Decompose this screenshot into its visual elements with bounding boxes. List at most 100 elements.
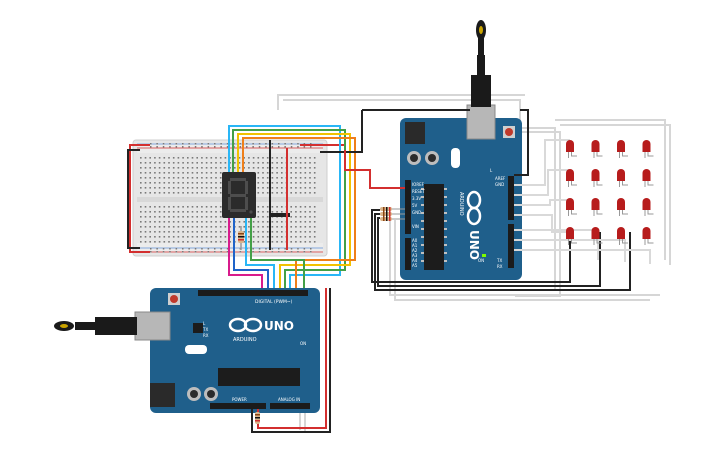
breadboard-hole <box>163 192 166 194</box>
power-rail-hole <box>258 146 261 148</box>
power-rail-hole <box>271 248 274 250</box>
breadboard-hole <box>182 187 184 189</box>
breadboard-hole <box>262 206 264 208</box>
breadboard-hole <box>219 226 222 228</box>
breadboard-hole <box>210 241 213 243</box>
breadboard-hole <box>262 221 264 223</box>
breadboard-hole <box>257 216 260 218</box>
breadboard-hole <box>243 241 245 243</box>
breadboard-hole <box>224 221 227 223</box>
breadboard-hole <box>295 221 297 223</box>
breadboard-hole <box>187 206 189 208</box>
breadboard-hole <box>172 187 175 189</box>
breadboard-hole <box>219 177 222 179</box>
breadboard-hole <box>304 211 307 213</box>
breadboard-hole <box>191 182 194 184</box>
breadboard-hole <box>276 192 278 194</box>
power-rail-hole <box>290 143 293 145</box>
breadboard-hole <box>234 162 236 164</box>
breadboard-hole <box>309 231 311 233</box>
breadboard-hole <box>144 167 147 169</box>
breadboard-hole <box>172 221 175 223</box>
breadboard-hole <box>168 167 170 169</box>
breadboard-hole <box>149 211 151 213</box>
breadboard-hole <box>182 177 184 179</box>
power-rail-hole <box>226 251 229 253</box>
breadboard-hole <box>187 192 189 194</box>
power-rail-hole <box>169 248 171 250</box>
power-rail-hole <box>265 248 267 250</box>
led <box>566 227 577 245</box>
breadboard-hole <box>140 216 142 218</box>
breadboard-hole <box>215 221 217 223</box>
breadboard-hole <box>187 182 189 184</box>
power-rail-hole <box>290 146 293 148</box>
breadboard-hole <box>215 216 217 218</box>
breadboard-hole <box>281 192 283 194</box>
breadboard-hole <box>276 236 278 238</box>
breadboard-hole <box>257 226 260 228</box>
label-5v: 5V <box>412 203 418 208</box>
breadboard-hole <box>144 221 147 223</box>
label-a1: A1 <box>412 243 418 248</box>
breadboard-hole <box>158 211 161 213</box>
breadboard-hole <box>140 236 142 238</box>
breadboard-hole <box>299 236 302 238</box>
breadboard-hole <box>163 231 166 233</box>
power-rail-hole <box>182 143 184 145</box>
breadboard-hole <box>191 192 194 194</box>
breadboard-hole <box>154 241 156 243</box>
breadboard-hole <box>276 221 278 223</box>
breadboard-hole <box>248 226 250 228</box>
breadboard-hole <box>257 221 260 223</box>
breadboard-hole <box>248 221 250 223</box>
power-rail-hole <box>220 146 222 148</box>
breadboard-hole <box>219 236 222 238</box>
breadboard-hole <box>276 157 278 159</box>
breadboard-hole <box>201 167 203 169</box>
breadboard-hole <box>299 192 302 194</box>
breadboard-hole <box>205 211 208 213</box>
breadboard-hole <box>140 221 142 223</box>
breadboard-hole <box>149 192 151 194</box>
breadboard-hole <box>215 206 217 208</box>
power-rail-hole <box>310 248 312 250</box>
power-rail-hole <box>226 248 229 250</box>
breadboard-hole <box>154 211 156 213</box>
label-aref: AREF <box>495 176 506 181</box>
breadboard-hole <box>182 167 184 169</box>
breadboard-hole <box>182 211 184 213</box>
breadboard-hole <box>224 231 227 233</box>
breadboard-hole <box>191 231 194 233</box>
breadboard-hole <box>262 162 264 164</box>
breadboard-hole <box>149 157 151 159</box>
breadboard-hole <box>154 226 156 228</box>
breadboard-hole <box>224 236 227 238</box>
breadboard-hole <box>158 221 161 223</box>
breadboard-hole <box>219 216 222 218</box>
breadboard-hole <box>309 206 311 208</box>
breadboard-hole <box>313 216 316 218</box>
breadboard-hole <box>168 172 170 174</box>
label-reset: RESET <box>412 189 425 194</box>
power-rail-hole <box>201 248 203 250</box>
breadboard-hole <box>158 241 161 243</box>
breadboard-hole <box>191 216 194 218</box>
breadboard-hole <box>219 241 222 243</box>
power-rail-hole <box>175 146 178 148</box>
breadboard-hole <box>257 236 260 238</box>
breadboard-hole <box>290 226 292 228</box>
breadboard-hole <box>299 187 302 189</box>
breadboard-hole <box>163 167 166 169</box>
breadboard-hole <box>154 231 156 233</box>
breadboard-hole <box>295 182 297 184</box>
breadboard-hole <box>281 177 283 179</box>
breadboard-hole <box>238 162 241 164</box>
analog-header-label: ANALOG IN <box>278 397 300 402</box>
breadboard-hole <box>257 192 260 194</box>
breadboard-hole <box>313 157 316 159</box>
breadboard-hole <box>154 221 156 223</box>
breadboard-hole <box>196 182 198 184</box>
breadboard-hole <box>210 187 213 189</box>
breadboard-hole <box>191 211 194 213</box>
